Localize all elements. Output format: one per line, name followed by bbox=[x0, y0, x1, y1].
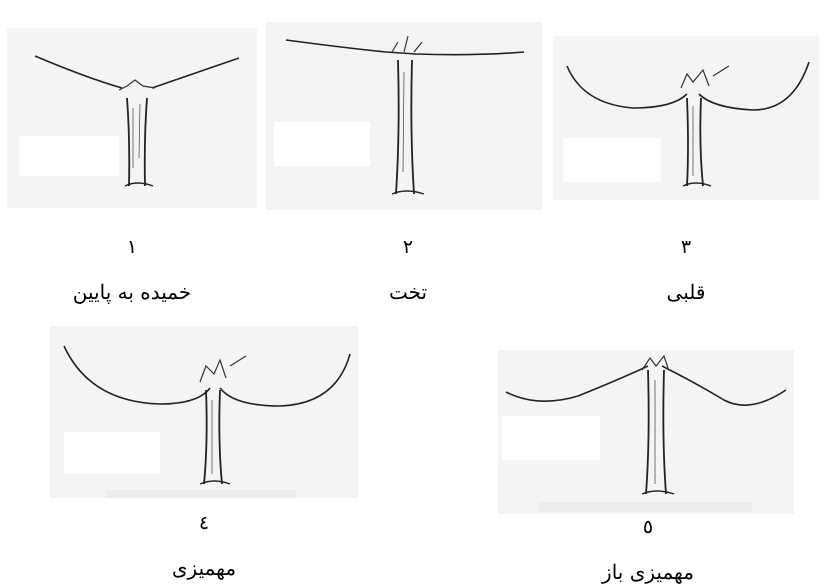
panel-number: ١ bbox=[72, 236, 192, 258]
panel-flat-image bbox=[266, 22, 542, 210]
panel-number: ٢ bbox=[348, 236, 468, 258]
panel-caption: مهمیزی باز bbox=[538, 560, 758, 584]
panel-caption: قلبی bbox=[576, 280, 796, 304]
panel-caption: تخت bbox=[298, 280, 518, 304]
panel-caption: خمیده به پایین bbox=[22, 280, 242, 304]
panel-spur-image bbox=[50, 326, 358, 498]
panel-caption: مهمیزی bbox=[94, 556, 314, 580]
panel-drooping-image bbox=[7, 28, 257, 208]
panel-heart-image bbox=[553, 36, 819, 200]
panel-number: ٥ bbox=[588, 516, 708, 538]
panel-number: ٤ bbox=[144, 512, 264, 534]
panel-number: ٣ bbox=[626, 236, 746, 258]
panel-open-spur-image bbox=[498, 350, 794, 514]
